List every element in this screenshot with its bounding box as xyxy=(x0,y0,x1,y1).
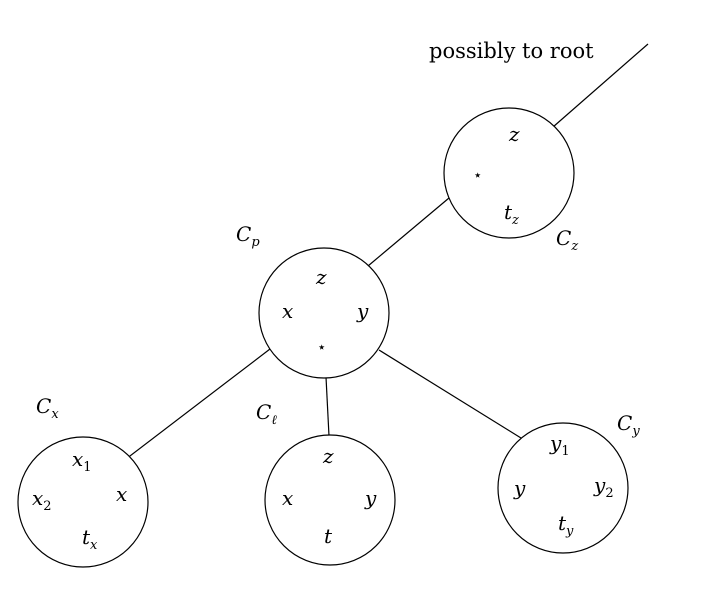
cluster-cx-circle xyxy=(17,436,149,568)
edge-cp-cy xyxy=(378,349,522,439)
cl-label-z: z xyxy=(322,444,334,468)
cluster-cy-circle xyxy=(497,422,629,554)
cx-name: Cx xyxy=(36,394,59,422)
cp-label-y: y xyxy=(356,299,369,323)
cluster-cl: z x y t Cℓ xyxy=(256,400,396,566)
edge-cp-cl xyxy=(325,376,330,437)
edge-cp-cx xyxy=(125,348,271,460)
cluster-cl-circle xyxy=(264,434,396,566)
cy-label-y1: y1 xyxy=(549,431,570,459)
cluster-cy: y1 y y2 ty Cy xyxy=(497,411,640,554)
cp-name: Cp xyxy=(236,222,260,250)
cz-star-marker: ⋆ xyxy=(473,166,482,184)
cp-label-x: x xyxy=(282,299,293,323)
cx-label-x2: x2 xyxy=(32,486,52,514)
cp-star-marker: ⋆ xyxy=(317,338,326,356)
cluster-cp: z x y ⋆ Cp xyxy=(236,222,390,379)
cl-label-x: x xyxy=(282,486,293,510)
cluster-cx: x1 x2 x tx Cx xyxy=(17,394,149,568)
cluster-cz: z ⋆ tz Cz xyxy=(443,107,578,254)
cluster-cz-circle xyxy=(443,107,575,239)
cl-name: Cℓ xyxy=(256,400,277,428)
edge-cz-to-root xyxy=(552,43,649,128)
cy-label-y2: y2 xyxy=(593,473,614,501)
cx-label-tx: tx xyxy=(82,525,98,553)
cy-label-y: y xyxy=(513,476,526,500)
cx-label-x1: x1 xyxy=(72,447,92,475)
cluster-cp-circle xyxy=(258,247,390,379)
cx-label-x: x xyxy=(116,482,127,506)
cl-label-t: t xyxy=(324,524,333,548)
cl-label-y: y xyxy=(364,486,377,510)
cy-name: Cy xyxy=(617,411,640,439)
cp-label-z: z xyxy=(315,265,327,289)
cz-name: Cz xyxy=(556,226,578,254)
edge-cp-cz xyxy=(367,197,450,267)
cz-label-z: z xyxy=(508,122,520,146)
cz-label-tz: tz xyxy=(504,200,519,228)
cy-label-ty: ty xyxy=(558,511,574,539)
root-caption: possibly to root xyxy=(429,39,594,63)
